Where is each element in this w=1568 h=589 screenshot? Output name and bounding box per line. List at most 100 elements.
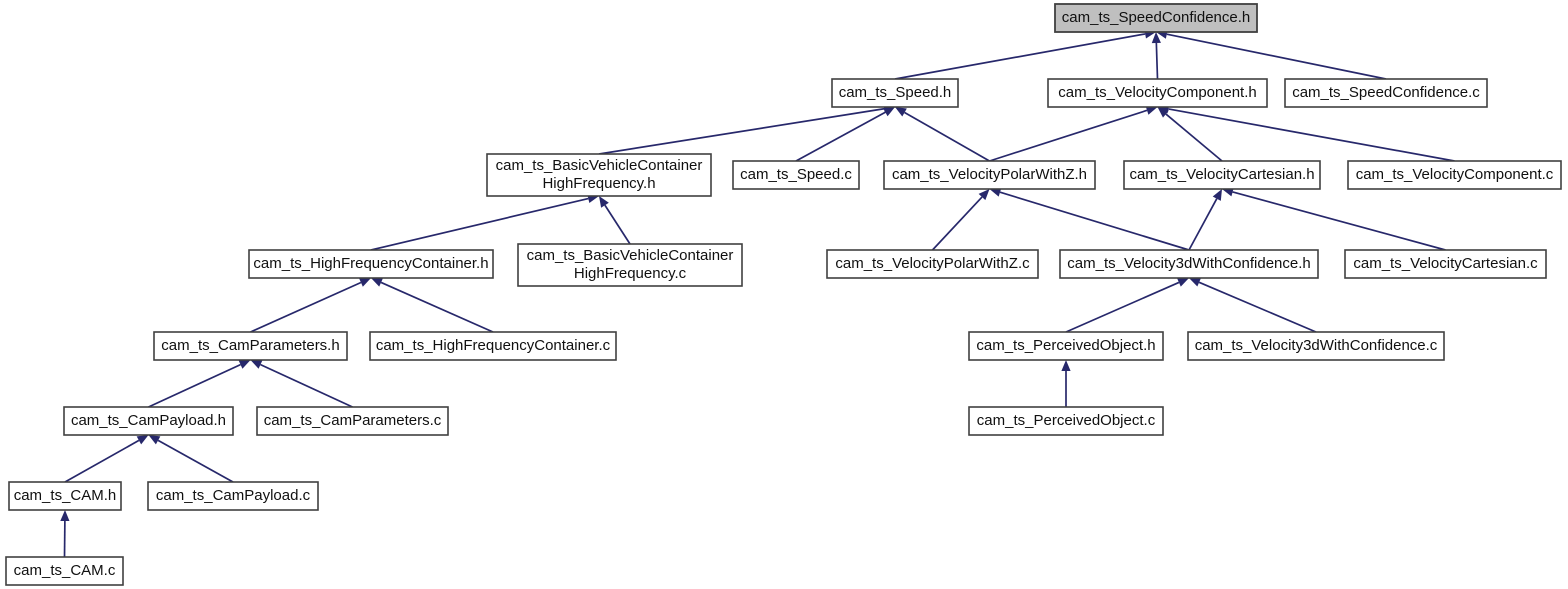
graph-edge xyxy=(599,196,631,245)
node-label: cam_ts_VelocityCartesian.c xyxy=(1353,255,1538,272)
graph-edge xyxy=(1157,104,1455,162)
node-box[interactable] xyxy=(1047,78,1268,108)
graph-edge xyxy=(795,107,895,162)
graph-edge xyxy=(250,360,353,408)
node-label: cam_ts_CamParameters.c xyxy=(264,412,442,429)
node-box[interactable] xyxy=(1344,249,1547,279)
graph-node-velocitypolarwithz-h[interactable]: cam_ts_VelocityPolarWithZ.h xyxy=(883,160,1096,190)
node-box[interactable] xyxy=(486,153,712,197)
node-label: cam_ts_Velocity3dWithConfidence.h xyxy=(1067,255,1310,272)
graph-edge xyxy=(250,278,371,333)
node-label: cam_ts_CamPayload.c xyxy=(156,487,311,504)
graph-edge xyxy=(895,107,990,162)
graph-edge xyxy=(931,189,990,251)
graph-node-bvchf-h[interactable]: cam_ts_BasicVehicleContainerHighFrequenc… xyxy=(486,153,712,197)
graph-node-campayload-c[interactable]: cam_ts_CamPayload.c xyxy=(147,481,319,511)
node-label: cam_ts_HighFrequencyContainer.h xyxy=(253,255,488,272)
node-label: cam_ts_CAM.c xyxy=(14,562,116,579)
graph-node-velocitycomponent-c[interactable]: cam_ts_VelocityComponent.c xyxy=(1347,160,1562,190)
graph-node-perceivedobject-h[interactable]: cam_ts_PerceivedObject.h xyxy=(968,331,1164,361)
graph-node-cam-h[interactable]: cam_ts_CAM.h xyxy=(8,481,122,511)
graph-node-speedconfidence-c[interactable]: cam_ts_SpeedConfidence.c xyxy=(1284,78,1488,108)
graph-edge xyxy=(148,360,251,408)
node-box[interactable] xyxy=(5,556,124,586)
node-box[interactable] xyxy=(1059,249,1319,279)
node-box[interactable] xyxy=(147,481,319,511)
graph-edge xyxy=(989,105,1158,162)
graph-edge xyxy=(1156,29,1387,80)
edge-layer xyxy=(60,29,1455,558)
graph-edge xyxy=(1065,278,1189,333)
graph-node-velocitypolarwithz-c[interactable]: cam_ts_VelocityPolarWithZ.c xyxy=(826,249,1039,279)
node-box[interactable] xyxy=(831,78,959,108)
node-label: cam_ts_BasicVehicleContainer xyxy=(496,157,703,174)
graph-node-speed-h[interactable]: cam_ts_Speed.h xyxy=(831,78,959,108)
node-label: cam_ts_VelocityPolarWithZ.c xyxy=(835,255,1030,272)
node-box[interactable] xyxy=(826,249,1039,279)
node-label: cam_ts_Speed.h xyxy=(839,84,952,101)
graph-node-hfcontainer-c[interactable]: cam_ts_HighFrequencyContainer.c xyxy=(369,331,617,361)
graph-node-velocitycartesian-c[interactable]: cam_ts_VelocityCartesian.c xyxy=(1344,249,1547,279)
node-label: cam_ts_SpeedConfidence.c xyxy=(1292,84,1480,101)
graph-node-cam-c[interactable]: cam_ts_CAM.c xyxy=(5,556,124,586)
graph-edge xyxy=(1157,107,1223,162)
graph-edge xyxy=(60,510,70,558)
node-label: cam_ts_PerceivedObject.h xyxy=(976,337,1155,354)
graph-node-speedconfidence-h[interactable]: cam_ts_SpeedConfidence.h xyxy=(1054,3,1258,33)
graph-edge xyxy=(1188,189,1222,251)
graph-node-camparameters-c[interactable]: cam_ts_CamParameters.c xyxy=(256,406,449,436)
node-label: cam_ts_VelocityPolarWithZ.h xyxy=(892,166,1087,183)
node-box[interactable] xyxy=(968,406,1164,436)
graph-node-velocity3d-h[interactable]: cam_ts_Velocity3dWithConfidence.h xyxy=(1059,249,1319,279)
graph-node-velocitycartesian-h[interactable]: cam_ts_VelocityCartesian.h xyxy=(1123,160,1321,190)
node-label: cam_ts_Speed.c xyxy=(740,166,852,183)
node-box[interactable] xyxy=(1284,78,1488,108)
graph-node-campayload-h[interactable]: cam_ts_CamPayload.h xyxy=(63,406,234,436)
node-label: cam_ts_VelocityComponent.c xyxy=(1356,166,1554,183)
graph-node-velocitycomponent-h[interactable]: cam_ts_VelocityComponent.h xyxy=(1047,78,1268,108)
graph-node-hfcontainer-h[interactable]: cam_ts_HighFrequencyContainer.h xyxy=(248,249,494,279)
node-box[interactable] xyxy=(256,406,449,436)
node-box[interactable] xyxy=(8,481,122,511)
graph-node-speed-c[interactable]: cam_ts_Speed.c xyxy=(732,160,860,190)
node-label: cam_ts_HighFrequencyContainer.c xyxy=(376,337,611,354)
node-label: cam_ts_VelocityComponent.h xyxy=(1058,84,1256,101)
node-box[interactable] xyxy=(732,160,860,190)
graph-edge xyxy=(989,187,1190,251)
node-box[interactable] xyxy=(1187,331,1445,361)
node-label: HighFrequency.h xyxy=(542,175,655,192)
node-label: cam_ts_PerceivedObject.c xyxy=(977,412,1156,429)
node-box[interactable] xyxy=(248,249,494,279)
node-box[interactable] xyxy=(517,243,743,287)
node-label: HighFrequency.c xyxy=(574,265,687,282)
node-box[interactable] xyxy=(1347,160,1562,190)
node-box[interactable] xyxy=(1123,160,1321,190)
node-box[interactable] xyxy=(883,160,1096,190)
node-label: cam_ts_BasicVehicleContainer xyxy=(527,247,734,264)
node-label: cam_ts_CamPayload.h xyxy=(71,412,226,429)
node-box[interactable] xyxy=(63,406,234,436)
graph-node-perceivedobject-c[interactable]: cam_ts_PerceivedObject.c xyxy=(968,406,1164,436)
node-box[interactable] xyxy=(968,331,1164,361)
graph-edge xyxy=(1061,360,1071,407)
graph-node-velocity3d-c[interactable]: cam_ts_Velocity3dWithConfidence.c xyxy=(1187,331,1445,361)
node-label: cam_ts_CAM.h xyxy=(14,487,117,504)
node-label: cam_ts_CamParameters.h xyxy=(161,337,339,354)
node-box[interactable] xyxy=(1054,3,1258,33)
graph-edge xyxy=(1151,32,1161,80)
graph-node-bvchf-c[interactable]: cam_ts_BasicVehicleContainerHighFrequenc… xyxy=(517,243,743,287)
graph-node-camparameters-h[interactable]: cam_ts_CamParameters.h xyxy=(153,331,348,361)
graph-edge xyxy=(894,29,1156,80)
graph-edge xyxy=(148,435,234,483)
graph-edge xyxy=(371,278,494,333)
graph-edge xyxy=(1222,187,1446,251)
graph-edge xyxy=(64,435,149,483)
node-label: cam_ts_VelocityCartesian.h xyxy=(1129,166,1314,183)
graph-edge xyxy=(370,194,599,251)
node-box[interactable] xyxy=(153,331,348,361)
node-label: cam_ts_Velocity3dWithConfidence.c xyxy=(1195,337,1438,354)
node-box[interactable] xyxy=(369,331,617,361)
